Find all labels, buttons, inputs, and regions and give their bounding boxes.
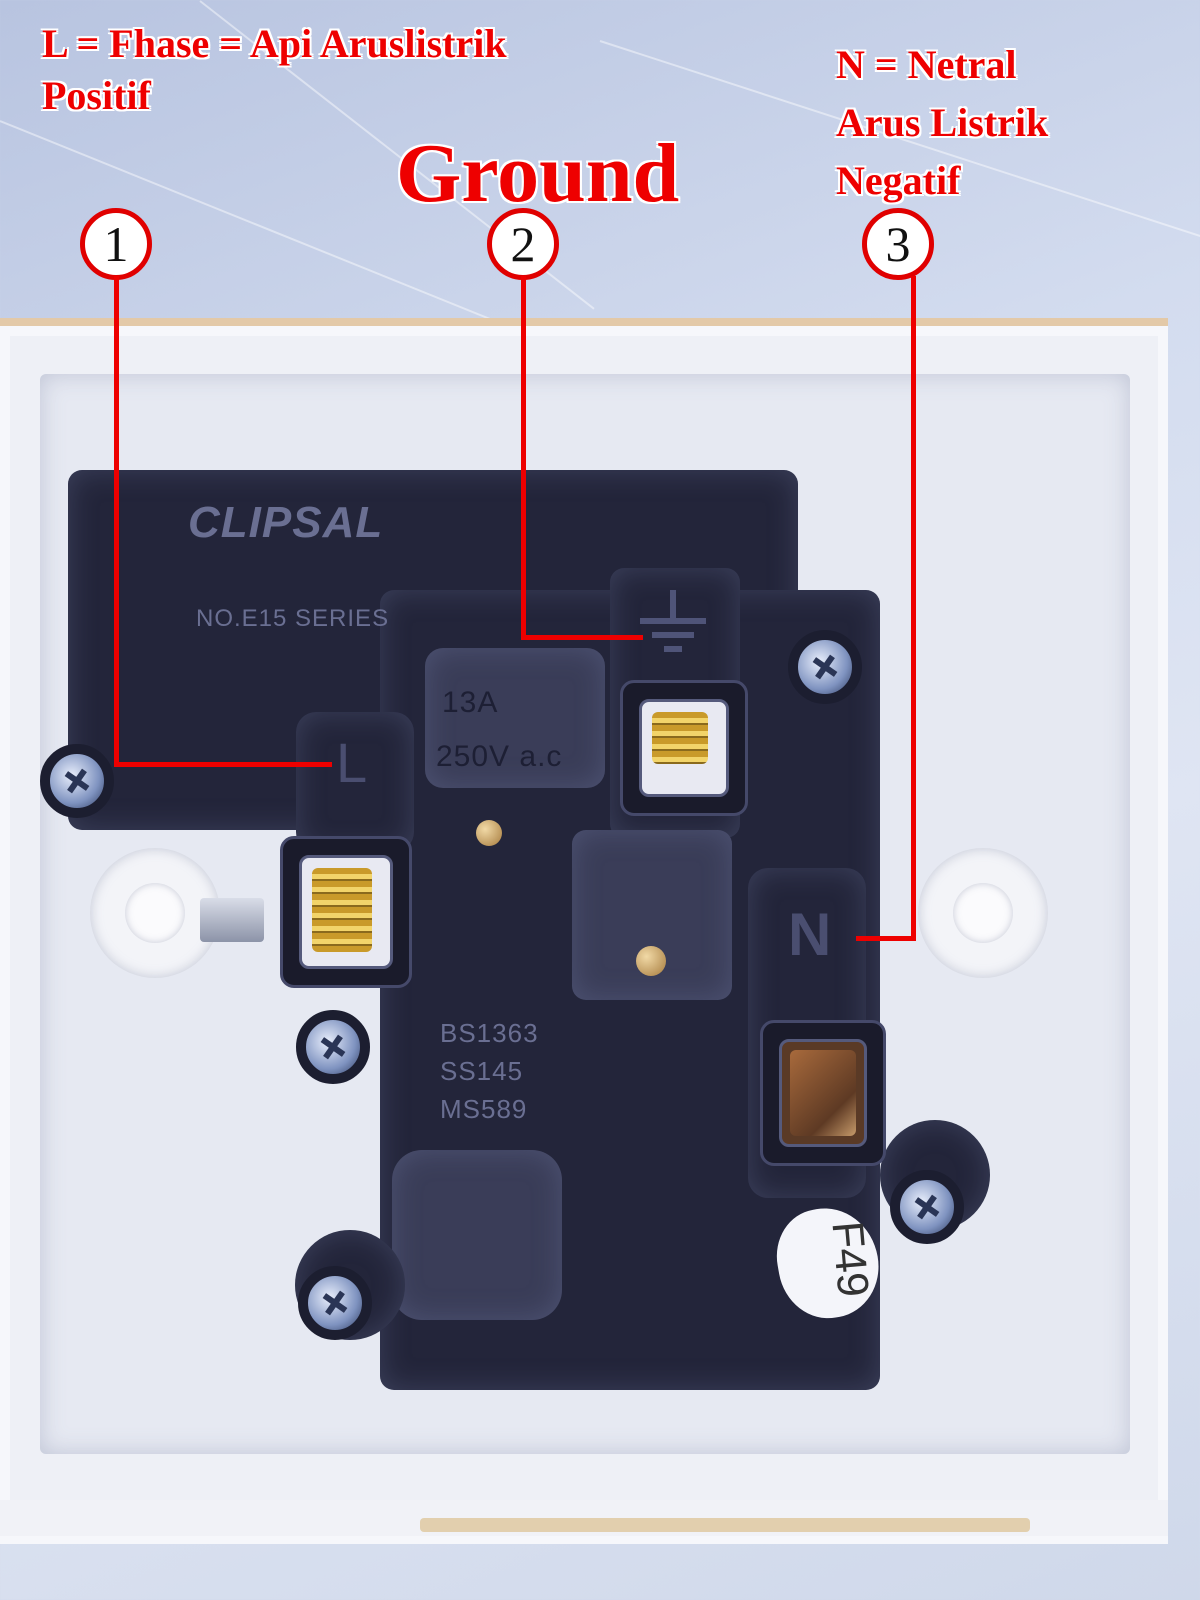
leader-line-1-vertical [114, 276, 119, 766]
standard-bs1363: BS1363 [440, 1018, 539, 1048]
standard-ms589: MS589 [440, 1094, 528, 1124]
mounting-screw-bottom-left [298, 1266, 372, 1340]
callout-badge-2: 2 [487, 208, 559, 280]
earth-terminal-screw [620, 680, 748, 816]
neutral-annotation-line1: N = Netral [836, 42, 1017, 87]
rating-voltage: 250V a.c [436, 740, 563, 773]
neutral-annotation: N = Netral Arus Listrik Negatif [836, 36, 1048, 210]
leader-line-3-vertical [911, 276, 916, 940]
mounting-screw-left [40, 744, 114, 818]
mounting-lug-right [918, 848, 1048, 978]
terminal-n-marking: N [788, 901, 833, 968]
brass-pin-top [476, 820, 502, 846]
brass-screw-earth [652, 712, 708, 764]
live-tower [296, 712, 414, 852]
bottom-switch-block [392, 1150, 562, 1320]
rating-current: 13A [442, 686, 499, 719]
plaster-chip [420, 1518, 1030, 1532]
brass-screw-live [312, 868, 372, 952]
neutral-annotation-line2: Arus Listrik [836, 100, 1049, 145]
mounting-screw-top-right [788, 630, 862, 704]
leader-line-3-horizontal [856, 936, 916, 941]
ground-annotation: Ground [396, 127, 680, 220]
callout-badge-1: 1 [80, 208, 152, 280]
metal-clip [200, 898, 264, 942]
rating-panel [425, 648, 605, 788]
mounting-screw-mid-left [296, 1010, 370, 1084]
mounting-lug-left [90, 848, 220, 978]
live-terminal-screw [280, 836, 412, 988]
standard-ss145: SS145 [440, 1056, 524, 1086]
neutral-terminal-screw [760, 1020, 886, 1166]
leader-line-2-vertical [521, 276, 526, 640]
rusty-screw-neutral [790, 1050, 856, 1136]
neutral-annotation-line3: Negatif [836, 158, 961, 203]
brass-pin-centre [636, 946, 666, 976]
phase-annotation-line1: L = Fhase = Api Aruslistrik [42, 21, 507, 66]
callout-badge-3: 3 [862, 208, 934, 280]
leader-line-2-horizontal [521, 635, 643, 640]
phase-annotation: L = Fhase = Api Aruslistrik Positif [42, 18, 507, 122]
brand-moulding: CLIPSAL [188, 498, 384, 547]
phase-annotation-line2: Positif [42, 73, 151, 118]
mounting-screw-right [890, 1170, 964, 1244]
leader-line-1-horizontal [114, 762, 332, 767]
terminal-l-marking: L [336, 731, 369, 794]
series-moulding: NO.E15 SERIES [196, 605, 390, 632]
earth-symbol-icon [640, 590, 706, 660]
